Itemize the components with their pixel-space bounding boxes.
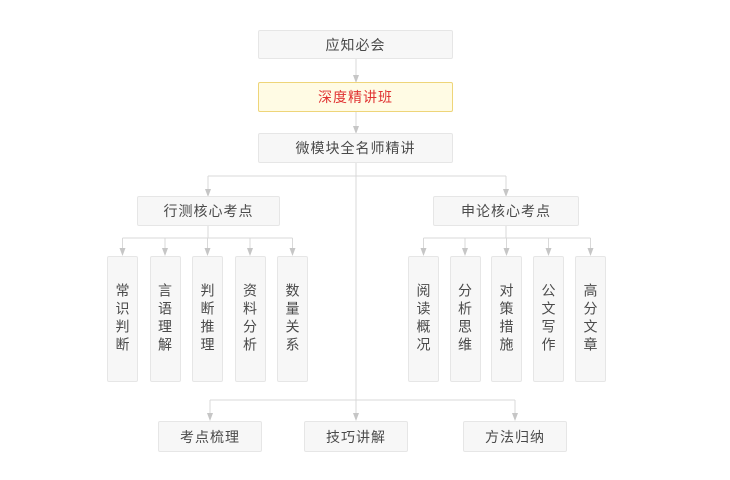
node-highlight-course: 深度精讲班 <box>258 82 453 112</box>
left-topic-5: 数量关系 <box>277 256 308 382</box>
node-right-branch: 申论核心考点 <box>433 196 579 226</box>
left-topic-2: 言语理解 <box>149 256 181 382</box>
node-left-branch: 行测核心考点 <box>137 196 280 226</box>
left-topic-3: 判断推理 <box>192 256 223 382</box>
bottom-step-3: 方法归纳 <box>463 421 567 452</box>
right-topic-2: 分析思维 <box>449 256 481 382</box>
node-root: 应知必会 <box>258 30 453 59</box>
left-topic-4: 资料分析 <box>234 256 266 382</box>
right-topic-3: 对策措施 <box>491 256 522 382</box>
bottom-step-1: 考点梳理 <box>158 421 262 452</box>
right-topic-5: 高分文章 <box>575 256 606 382</box>
node-lecture: 微模块全名师精讲 <box>258 133 453 163</box>
bottom-step-2: 技巧讲解 <box>304 421 408 452</box>
right-topic-1: 阅读概况 <box>408 256 439 382</box>
left-topic-1: 常识判断 <box>107 256 138 382</box>
right-topic-4: 公文写作 <box>533 256 564 382</box>
